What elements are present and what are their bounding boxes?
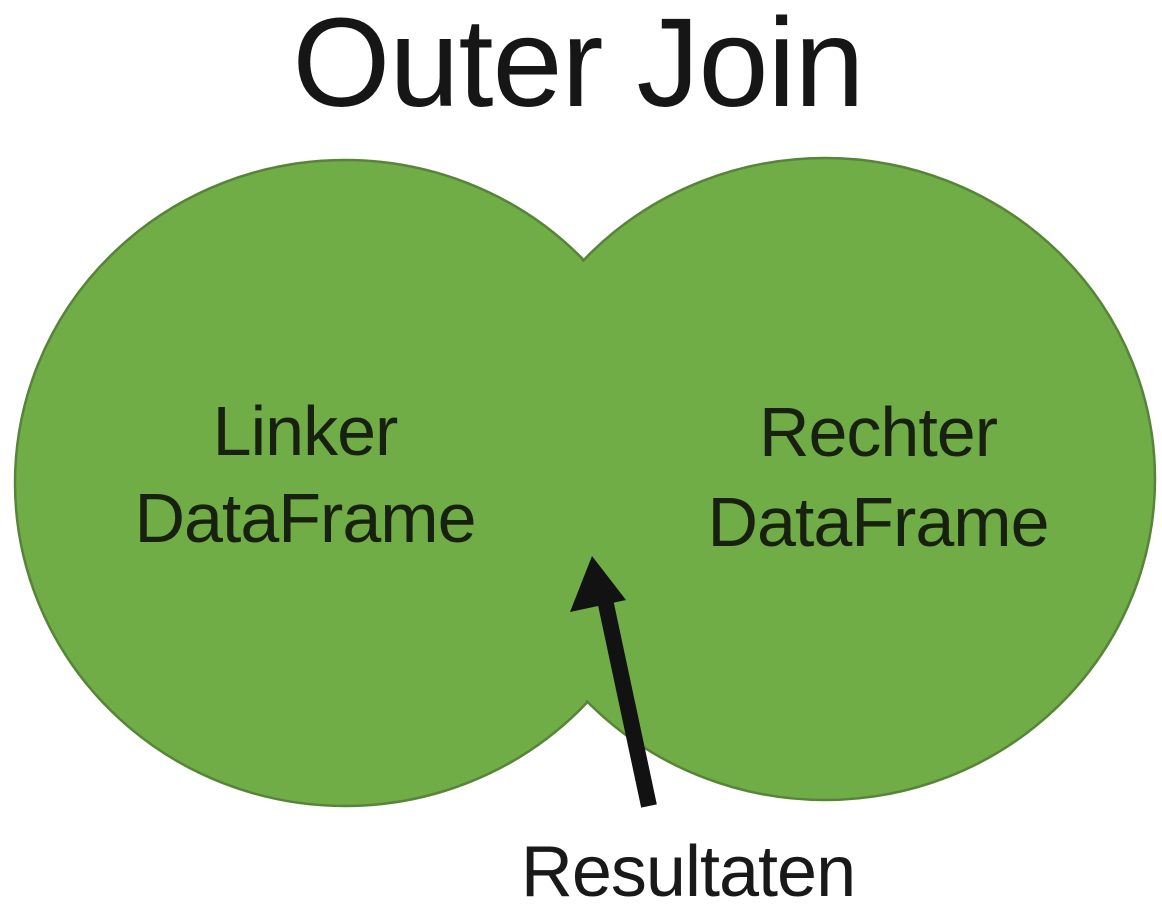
- arrow-up-icon: [570, 556, 657, 808]
- right-circle-label-line1: Rechter: [759, 393, 998, 471]
- left-circle-label: Linker DataFrame: [134, 392, 476, 557]
- right-circle-label: Rechter DataFrame: [707, 393, 1049, 561]
- left-circle-fill-overlay: [17, 162, 673, 804]
- right-circle-fill-overlay: [497, 160, 1153, 798]
- right-circle-label-line2: DataFrame: [707, 483, 1048, 561]
- arrow-head: [570, 556, 626, 612]
- arrow-shaft: [596, 593, 657, 808]
- circle-union-seam: [17, 160, 1153, 804]
- left-circle-label-line1: Linker: [213, 392, 398, 470]
- left-circle-label-line2: DataFrame: [134, 479, 475, 557]
- result-label: Resultaten: [521, 832, 855, 912]
- diagram-title: Outer Join: [292, 0, 863, 133]
